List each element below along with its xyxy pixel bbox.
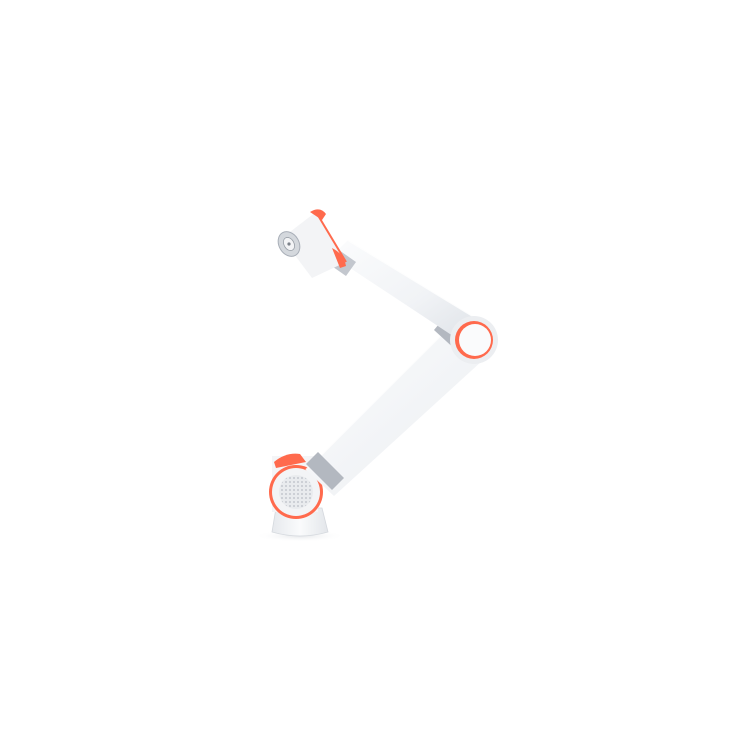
grille-vent (279, 475, 313, 509)
upper-arm-link (326, 239, 477, 338)
base-joint (269, 453, 323, 519)
lower-ring-band (306, 452, 344, 490)
tool-flange (277, 231, 301, 257)
elbow-joint (450, 316, 498, 364)
wrist-joint (282, 209, 347, 278)
